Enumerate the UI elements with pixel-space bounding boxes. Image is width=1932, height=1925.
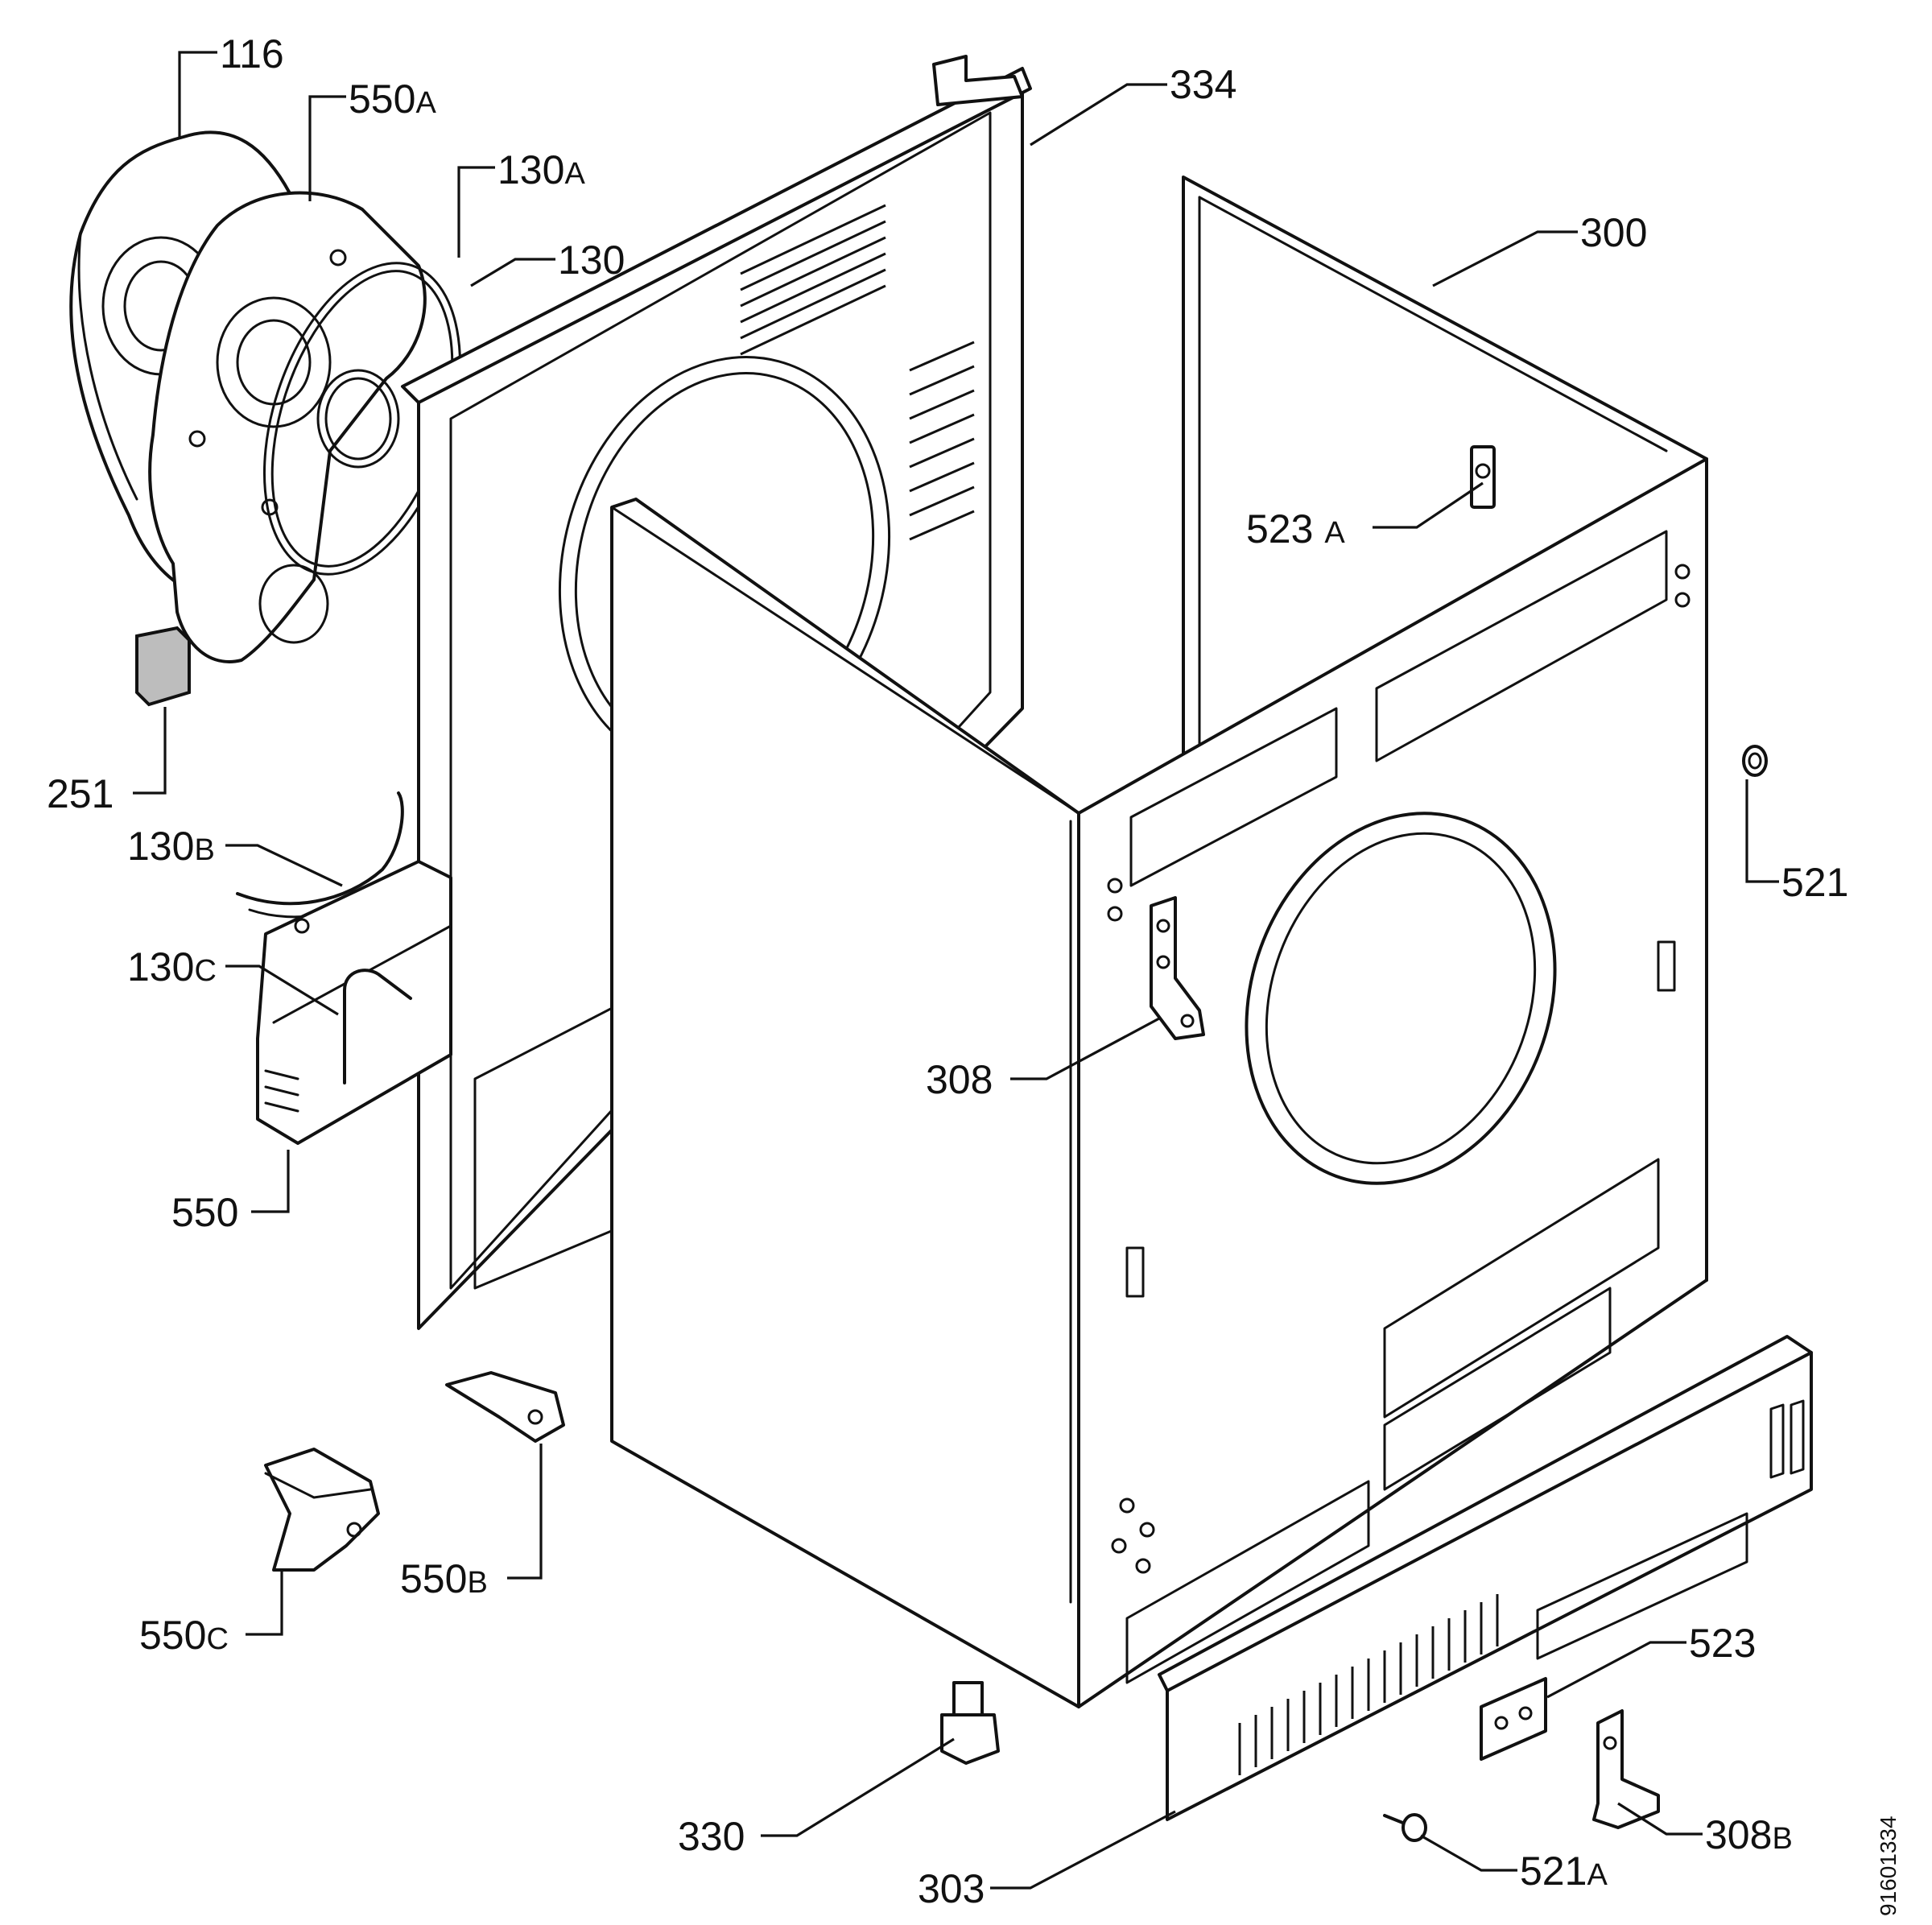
callout-130: 130 bbox=[558, 238, 625, 283]
callout-550: 550 bbox=[171, 1190, 238, 1235]
callout-308: 308 bbox=[926, 1057, 993, 1102]
callout-labels: 116 550A 130A 130 334 300 523 A 251 130B… bbox=[47, 31, 1848, 1911]
block-251 bbox=[135, 626, 191, 707]
rear-panel-vents-lower bbox=[909, 341, 975, 541]
callout-521a: 521A bbox=[1520, 1849, 1608, 1894]
bracket-523 bbox=[1480, 1677, 1547, 1761]
document-id: 91601334 bbox=[1876, 1816, 1901, 1916]
callout-300: 300 bbox=[1580, 210, 1647, 255]
foot-330 bbox=[940, 1681, 1000, 1765]
rod-130c bbox=[343, 969, 412, 1084]
cabinet-300 bbox=[610, 176, 1708, 1708]
gasket-130a bbox=[262, 262, 462, 576]
callout-550a: 550A bbox=[349, 76, 436, 122]
callout-130c: 130C bbox=[127, 944, 217, 989]
hinge-550b bbox=[445, 1371, 565, 1443]
screw-521a bbox=[1383, 1813, 1427, 1842]
callout-523a: 523 A bbox=[1246, 506, 1345, 551]
rear-panel-vents-upper bbox=[740, 204, 886, 356]
callout-334: 334 bbox=[1170, 62, 1236, 107]
callout-521: 521 bbox=[1781, 860, 1848, 905]
callout-130b: 130B bbox=[127, 824, 215, 869]
callout-550c: 550C bbox=[139, 1613, 229, 1658]
callout-130a: 130A bbox=[497, 147, 585, 192]
hinge-550c bbox=[264, 1448, 380, 1572]
callout-550b: 550B bbox=[400, 1556, 488, 1601]
leader-lines bbox=[133, 51, 1779, 1890]
callout-303: 303 bbox=[918, 1866, 985, 1911]
bracket-523a bbox=[1470, 445, 1496, 509]
callout-308b: 308B bbox=[1705, 1812, 1793, 1857]
callout-116: 116 bbox=[220, 31, 284, 76]
plinth-303 bbox=[1158, 1335, 1813, 1821]
plug-521 bbox=[1742, 745, 1768, 777]
callout-251: 251 bbox=[47, 771, 114, 816]
bracket-308 bbox=[1150, 896, 1205, 1040]
plinth-vents bbox=[1238, 1594, 1499, 1775]
callout-330: 330 bbox=[678, 1814, 745, 1859]
bracket-308b bbox=[1592, 1709, 1660, 1829]
callout-523: 523 bbox=[1689, 1621, 1756, 1666]
